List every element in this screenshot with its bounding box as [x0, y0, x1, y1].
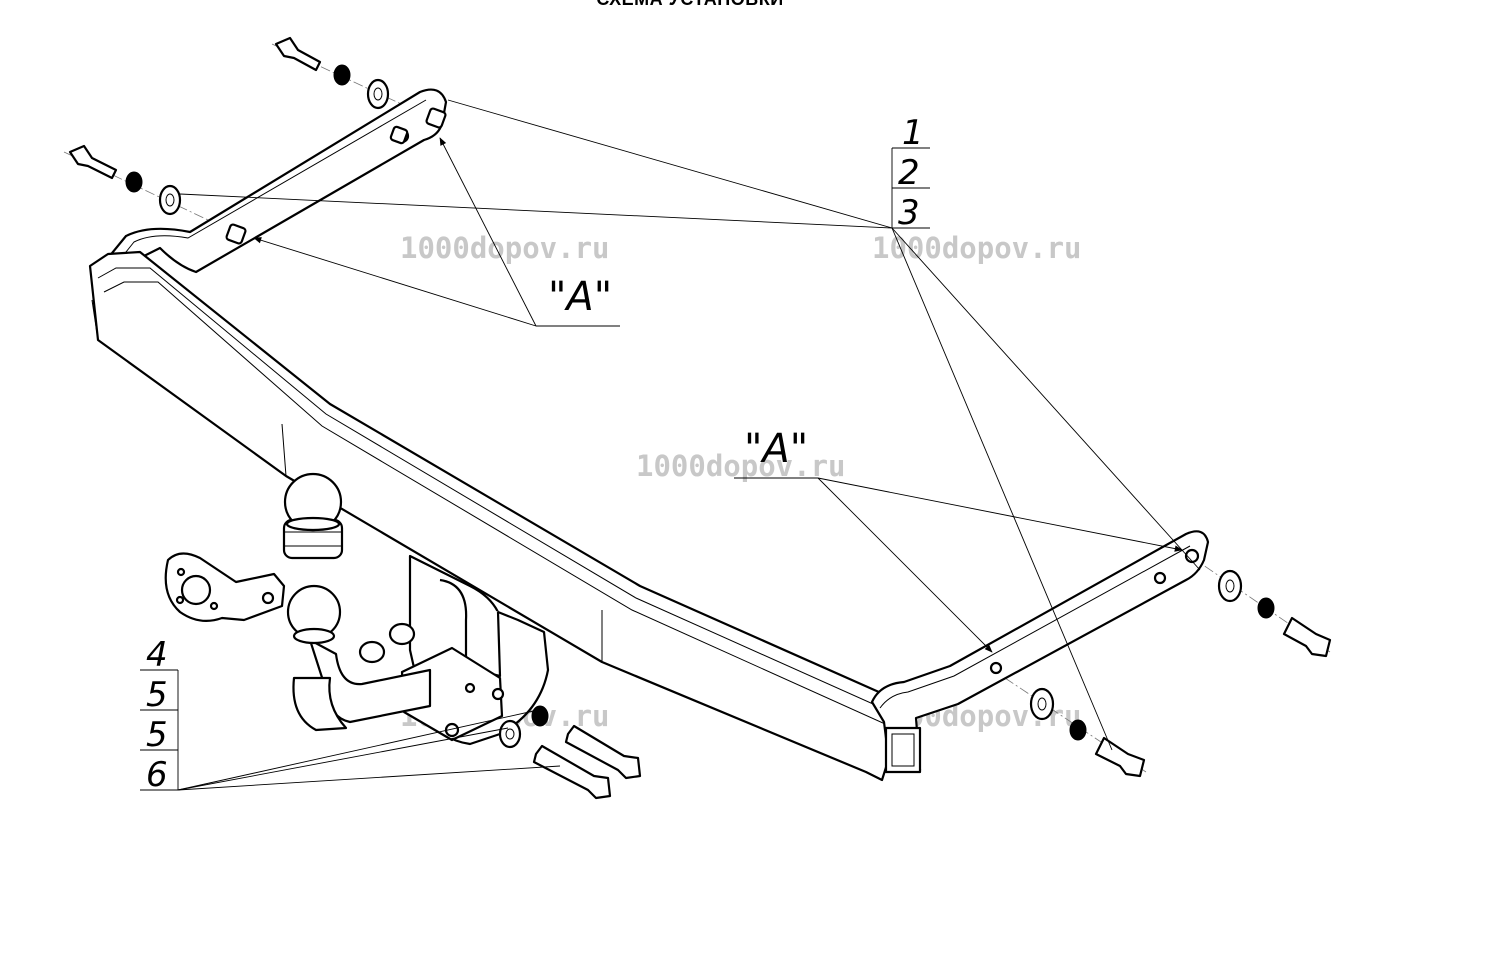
view-a-label-lower: "A": [744, 426, 808, 472]
fastener-set-right-lower: [1029, 687, 1146, 778]
watermark: 1000dopov.ru: [400, 231, 610, 265]
leader-lines: [140, 99, 1201, 791]
socket-plate: [164, 552, 286, 623]
callout-labels: "A" "A" 1 2 3 4 5 5 6: [146, 113, 924, 795]
item-number-1: 1: [902, 113, 924, 153]
watermark: 1000dopov.ru: [636, 449, 846, 483]
item-number-4: 4: [146, 635, 168, 675]
item-number-6: 6: [146, 755, 168, 795]
fastener-set-ball-mount: [498, 705, 642, 800]
watermark: 1000dopov.ru: [872, 231, 1082, 265]
fastener-set-right-upper: [1217, 569, 1332, 658]
item-number-5: 5: [146, 675, 168, 715]
ball-mount-assembly: [286, 554, 550, 746]
fastener-set-upper: [274, 36, 390, 110]
right-mounting-bracket: [870, 530, 1210, 774]
fastener-set-middle: [68, 144, 182, 216]
left-mounting-bracket: [106, 88, 448, 274]
view-a-label-upper: "A": [548, 274, 612, 320]
page-title: СХЕМА УСТАНОВКИ: [0, 0, 1380, 10]
item-number-5: 5: [146, 715, 168, 755]
item-number-3: 3: [898, 193, 920, 233]
item-number-2: 2: [898, 153, 920, 193]
tow-ball: [282, 472, 344, 560]
